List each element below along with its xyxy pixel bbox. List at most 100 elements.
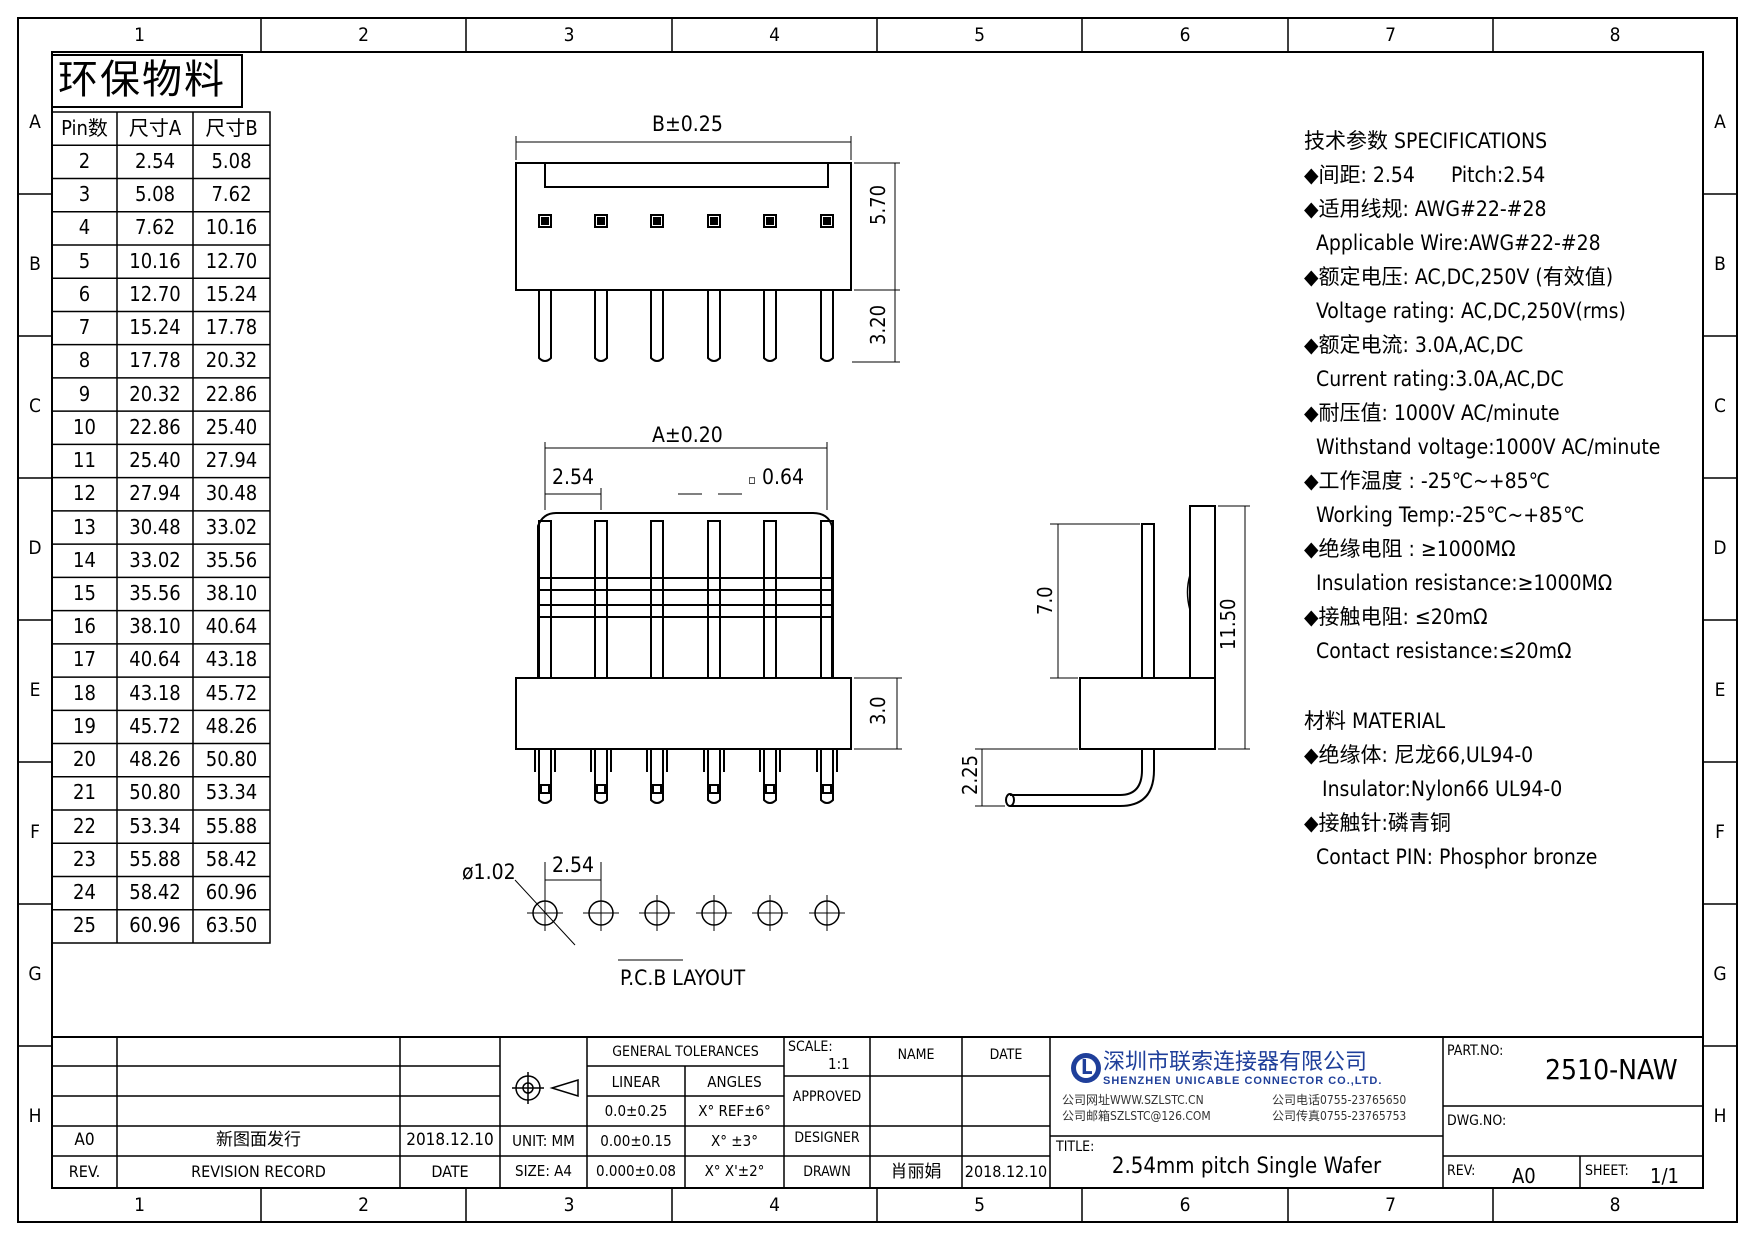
company-name-en: SHENZHEN UNICABLE CONNECTOR CO.,LTD.	[1103, 1075, 1383, 1087]
row-label-right: F	[1715, 821, 1725, 843]
front-pin	[707, 520, 721, 679]
size-table-cell: 11	[73, 448, 96, 473]
size-table-cell: 45.72	[205, 680, 258, 705]
front-view	[515, 442, 902, 804]
size-table-header: 尺寸A	[128, 115, 182, 140]
size-table-cell: 20	[73, 747, 96, 772]
rev-header: REV.	[68, 1162, 101, 1181]
company-phone: 公司电话0755-23765650	[1272, 1093, 1407, 1107]
size-table-cell: 10	[73, 414, 96, 439]
size-table-cell: 43.18	[129, 680, 181, 705]
linear-tol-3: 0.000±0.08	[596, 1162, 676, 1180]
rev-value-2: A0	[1512, 1164, 1536, 1188]
size-table-cell: 17.78	[129, 348, 181, 373]
specifications-block: 技术参数 SPECIFICATIONS ◆间距: 2.54 Pitch:2.54…	[1304, 124, 1660, 668]
size-table-cell: 9	[78, 381, 91, 406]
size-table-cell: 4	[78, 215, 91, 240]
angles-header: ANGLES	[707, 1073, 762, 1091]
pcb-layout-title: P.C.B LAYOUT	[620, 966, 746, 990]
title-block-grid	[52, 1036, 1703, 1188]
pin-square	[594, 214, 608, 228]
dim-pitch: 2.54	[552, 465, 595, 489]
front-pin	[763, 520, 777, 679]
size-table-cell: 60.96	[129, 913, 181, 938]
column-label-top: 8	[1609, 24, 1621, 46]
part-no-label: PART.NO:	[1447, 1043, 1504, 1059]
unit-label: UNIT: MM	[512, 1132, 575, 1150]
size-table-cell: 30.48	[129, 514, 181, 539]
general-tolerances-header: GENERAL TOLERANCES	[612, 1044, 759, 1060]
company-email: 公司邮箱SZLSTC@126.COM	[1062, 1109, 1211, 1123]
dim-3-0: 3.0	[866, 696, 890, 725]
size-table-cell: 10.16	[205, 215, 258, 240]
size-table-cell: 22.86	[205, 381, 258, 406]
column-label-bottom: 5	[974, 1194, 985, 1216]
size-table-cell: 17	[73, 647, 96, 672]
size-table-cell: 48.26	[129, 747, 181, 772]
angle-tol-2: X° ±3°	[711, 1132, 758, 1150]
dim-pin-square-value: 0.64	[761, 465, 804, 489]
size-table-cell: 20.32	[205, 348, 258, 373]
size-table-cell: 53.34	[129, 813, 181, 838]
size-table-cell: 63.50	[205, 913, 258, 938]
sheet-label: SHEET:	[1585, 1163, 1629, 1179]
eco-material-stamp: 环保物料	[58, 57, 226, 103]
dim-hole-diameter: ø1.02	[462, 860, 516, 884]
angle-tol-1: X° REF±6°	[698, 1102, 771, 1120]
size-table-cell: 7.62	[134, 215, 176, 240]
spec-line: Current rating:3.0A,AC,DC	[1304, 367, 1564, 391]
dim-5-70: 5.70	[866, 184, 890, 225]
column-label-bottom: 3	[563, 1194, 575, 1216]
row-label-left: C	[29, 395, 41, 417]
size-table-cell: 10.16	[129, 248, 181, 273]
size-table-cell: 50.80	[129, 780, 181, 805]
pin-square	[538, 214, 552, 228]
date-header: DATE	[431, 1162, 469, 1181]
size-table-cell: 43.18	[205, 647, 258, 672]
top-pin	[820, 290, 834, 362]
top-pin	[594, 290, 608, 362]
top-pin	[538, 290, 552, 362]
pin-square	[707, 214, 721, 228]
size-table-cell: 7.62	[211, 182, 252, 207]
size-table-cell: 2	[78, 148, 91, 173]
top-pin	[763, 290, 777, 362]
pin-square	[820, 214, 834, 228]
column-label-bottom: 1	[134, 1194, 145, 1216]
material-heading: 材料 MATERIAL	[1304, 709, 1446, 733]
side-view	[975, 505, 1250, 807]
rev-value: A0	[74, 1130, 95, 1150]
revision-text: 新图面发行	[216, 1130, 301, 1150]
size-table-cell: 12.70	[129, 281, 181, 306]
size-table-cell: 17.78	[205, 315, 258, 340]
drawn-label: DRAWN	[803, 1164, 851, 1180]
size-table-cell: 40.64	[205, 614, 258, 639]
column-label-bottom: 2	[358, 1194, 369, 1216]
row-label-left: G	[28, 963, 42, 985]
size-table-cell: 27.94	[129, 481, 181, 506]
size-table-cell: 12.70	[205, 248, 258, 273]
size-table-cell: 33.02	[205, 514, 258, 539]
size-table-cell: 21	[73, 780, 96, 805]
front-pin	[650, 520, 664, 679]
part-no-value: 2510-NAW	[1545, 1053, 1678, 1086]
spec-line: ◆额定电流: 3.0A,AC,DC	[1304, 333, 1524, 357]
spec-line: ◆适用线规: AWG#22-#28	[1304, 197, 1547, 221]
spec-line: Working Temp:-25℃~+85℃	[1304, 503, 1585, 527]
dim-2-25: 2.25	[958, 754, 982, 795]
column-label-bottom: 4	[769, 1194, 780, 1216]
drawn-date: 2018.12.10	[964, 1162, 1048, 1181]
size-table-grid	[51, 111, 271, 944]
size-table-cell: 5.08	[211, 148, 252, 173]
name-header: NAME	[897, 1047, 935, 1063]
dim-b: B±0.25	[652, 112, 723, 136]
size-table-cell: 40.64	[129, 647, 181, 672]
size-table-cell: 30.48	[205, 481, 258, 506]
size-table-cell: 3	[78, 182, 91, 207]
size-table-cell: 25.40	[129, 448, 181, 473]
material-line: Contact PIN: Phosphor bronze	[1304, 845, 1598, 869]
size-label: SIZE: A4	[515, 1162, 572, 1180]
size-table-cell: 16	[73, 614, 96, 639]
top-pin	[707, 290, 721, 362]
